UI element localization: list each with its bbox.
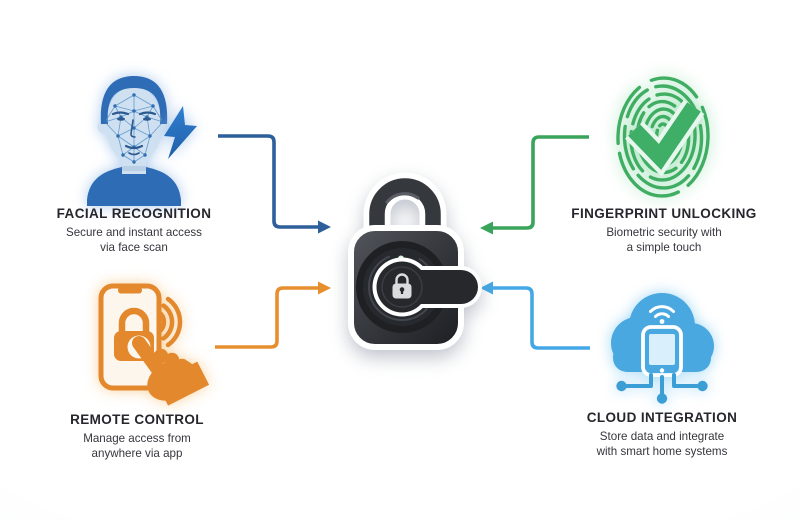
arrow-cloud-to-lock	[480, 281, 590, 350]
feature-desc-line: with smart home systems	[596, 445, 728, 458]
feature-title: CLOUD INTEGRATION	[586, 410, 738, 425]
feature-title: FINGERPRINT UNLOCKING	[571, 206, 757, 221]
remote-control-label: REMOTE CONTROL Manage access from anywhe…	[19, 412, 255, 461]
wifi-icon	[649, 305, 675, 318]
arrow-facial-to-lock	[218, 134, 331, 234]
arrow-remote-to-lock	[215, 281, 331, 349]
network-nodes	[625, 373, 699, 395]
arrow-fingerprint-to-lock	[480, 135, 589, 235]
facial-recognition-label: FACIAL RECOGNITION Secure and instant ac…	[14, 206, 254, 255]
feature-title: FACIAL RECOGNITION	[56, 206, 212, 221]
feature-desc-line: via face scan	[100, 241, 168, 254]
smart-lock-icon	[348, 172, 482, 350]
feature-desc-line: Biometric security with	[606, 226, 722, 239]
cloud-phone	[641, 325, 683, 377]
checkmark-icon	[624, 99, 705, 177]
phone-notch	[118, 287, 142, 294]
arrowhead-right-icon	[318, 281, 331, 295]
cloud-integration-label: CLOUD INTEGRATION Store data and integra…	[541, 410, 783, 459]
feature-desc-line: Secure and instant access	[66, 226, 202, 239]
arrowhead-right-icon	[318, 220, 331, 234]
keypad-lock-glyph	[392, 273, 412, 299]
signal-waves-icon	[156, 296, 183, 348]
lightning-icon	[164, 106, 197, 159]
pointing-hand-icon	[132, 336, 210, 406]
arrowhead-left-icon	[480, 221, 493, 235]
feature-desc-line: Store data and integrate	[599, 430, 725, 443]
feature-desc-line: anywhere via app	[91, 447, 183, 460]
fingerprint-unlocking-label: FINGERPRINT UNLOCKING Biometric security…	[544, 206, 784, 255]
phone-tap-icon	[98, 283, 210, 406]
face-scan-icon	[87, 76, 181, 206]
cloud-phone-icon	[611, 293, 714, 404]
arrowhead-left-icon	[480, 281, 493, 295]
fingerprint-check-icon	[616, 76, 710, 198]
feature-title: REMOTE CONTROL	[70, 412, 204, 427]
feature-desc-line: a simple touch	[626, 241, 702, 254]
scan-mesh-dots	[103, 93, 165, 164]
feature-desc-line: Manage access from	[83, 432, 191, 445]
